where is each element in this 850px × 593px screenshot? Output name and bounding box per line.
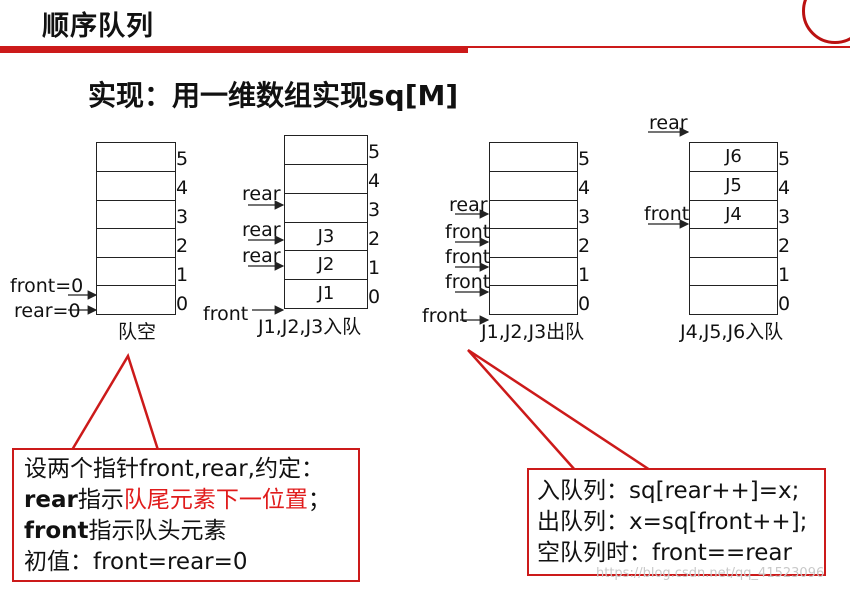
front-pointer-label: front bbox=[445, 221, 491, 243]
slide-title: 顺序队列 bbox=[42, 11, 154, 42]
queue-caption: 队空 bbox=[118, 321, 157, 343]
queue-cell bbox=[490, 200, 577, 229]
queue-cell: J5 bbox=[690, 171, 777, 200]
queue-cell bbox=[490, 285, 577, 314]
note-highlight: 队尾元素下一位置 bbox=[123, 487, 308, 513]
queue-index: 0 bbox=[778, 293, 791, 315]
queue-index: 0 bbox=[368, 286, 381, 308]
queue-cell bbox=[97, 228, 175, 257]
note-line: 设两个指针front,rear,约定： bbox=[24, 456, 324, 482]
queue-index: 4 bbox=[368, 170, 381, 192]
title-underline-bar bbox=[0, 46, 468, 53]
note-keyword: rear bbox=[24, 487, 78, 513]
rear-pointer-label: rear bbox=[449, 194, 488, 216]
title-underline-line bbox=[468, 46, 850, 48]
queue-cell bbox=[490, 257, 577, 286]
note-line: front指示队头元素 bbox=[24, 516, 348, 547]
queue-cell bbox=[490, 228, 577, 257]
queue-index: 1 bbox=[176, 264, 189, 286]
queue-index: 3 bbox=[368, 199, 381, 221]
queue-index: 0 bbox=[578, 293, 591, 315]
queue-index: 2 bbox=[176, 235, 189, 257]
queue-cell: J3 bbox=[285, 222, 367, 251]
queue-cell bbox=[97, 143, 175, 171]
note-text: ； bbox=[307, 487, 331, 513]
queue-index: 2 bbox=[778, 235, 791, 257]
queue-cell: J4 bbox=[690, 200, 777, 229]
note-text: 指示队头元素 bbox=[88, 518, 227, 544]
queue-cell bbox=[690, 257, 777, 286]
rear-pointer-label: rear bbox=[242, 219, 281, 241]
front-pointer-label: front bbox=[422, 305, 468, 327]
rear-pointer-label: rear=0 bbox=[14, 300, 81, 322]
queue-dequeue-j1-j3 bbox=[489, 142, 578, 315]
queue-enqueue-j4-j6: J6 J5 J4 bbox=[689, 142, 778, 315]
rear-pointer-label: rear bbox=[242, 245, 281, 267]
queue-cell bbox=[285, 136, 367, 164]
queue-cell bbox=[285, 164, 367, 193]
queue-cell bbox=[690, 285, 777, 314]
queue-cell bbox=[97, 171, 175, 200]
rear-pointer-label: rear bbox=[649, 112, 688, 134]
queue-index: 4 bbox=[578, 177, 591, 199]
queue-cell bbox=[97, 285, 175, 314]
queue-index: 5 bbox=[368, 141, 381, 163]
queue-cell bbox=[97, 257, 175, 286]
queue-index: 2 bbox=[578, 235, 591, 257]
note-line: 空队列时：front==rear bbox=[537, 540, 792, 566]
rear-pointer-label: rear bbox=[242, 183, 281, 205]
left-callout-pointer bbox=[70, 352, 160, 451]
note-line: rear指示队尾元素下一位置； bbox=[24, 485, 348, 516]
queue-index: 0 bbox=[176, 293, 189, 315]
queue-operations-note: 入队列：sq[rear++]=x; 出队列：x=sq[front++]; 空队列… bbox=[527, 468, 826, 576]
queue-cell bbox=[490, 171, 577, 200]
queue-cell bbox=[490, 143, 577, 171]
queue-empty bbox=[96, 142, 176, 315]
queue-index: 5 bbox=[778, 148, 791, 170]
front-pointer-label: front=0 bbox=[10, 275, 84, 297]
queue-caption: J1,J2,J3入队 bbox=[258, 316, 362, 338]
queue-index: 3 bbox=[778, 206, 791, 228]
queue-index: 1 bbox=[368, 257, 381, 279]
queue-caption: J1,J2,J3出队 bbox=[481, 321, 585, 343]
pointer-convention-note: 设两个指针front,rear,约定： rear指示队尾元素下一位置； fron… bbox=[12, 448, 360, 582]
university-logo bbox=[802, 0, 850, 44]
note-line: 出队列：x=sq[front++]; bbox=[537, 509, 808, 535]
queue-cell bbox=[690, 228, 777, 257]
queue-cell bbox=[97, 200, 175, 229]
note-line: 入队列：sq[rear++]=x; bbox=[537, 478, 800, 504]
slide-subtitle: 实现：用一维数组实现sq[M] bbox=[88, 79, 459, 112]
queue-cell: J2 bbox=[285, 250, 367, 279]
note-text: 指示 bbox=[77, 487, 124, 513]
note-line: 初值：front=rear=0 bbox=[24, 549, 248, 575]
queue-index: 1 bbox=[578, 264, 591, 286]
queue-index: 3 bbox=[176, 206, 189, 228]
queue-caption: J4,J5,J6入队 bbox=[680, 321, 784, 343]
queue-index: 3 bbox=[578, 206, 591, 228]
queue-index: 1 bbox=[778, 264, 791, 286]
queue-enqueue-j1-j3: J3 J2 J1 bbox=[284, 135, 368, 309]
queue-index: 5 bbox=[578, 148, 591, 170]
front-pointer-label: front bbox=[644, 203, 690, 225]
queue-cell bbox=[285, 193, 367, 222]
queue-index: 4 bbox=[778, 177, 791, 199]
queue-index: 2 bbox=[368, 228, 381, 250]
queue-index: 4 bbox=[176, 177, 189, 199]
front-pointer-label: front bbox=[445, 271, 491, 293]
queue-index: 5 bbox=[176, 148, 189, 170]
front-pointer-label: front bbox=[203, 303, 249, 325]
note-keyword: front bbox=[24, 518, 89, 544]
front-pointer-label: front bbox=[445, 246, 491, 268]
right-callout-pointer bbox=[467, 348, 651, 472]
queue-cell: J6 bbox=[725, 146, 742, 167]
watermark-text: https://blog.csdn.net/qq_41523096 bbox=[596, 566, 825, 581]
queue-cell: J1 bbox=[285, 279, 367, 308]
